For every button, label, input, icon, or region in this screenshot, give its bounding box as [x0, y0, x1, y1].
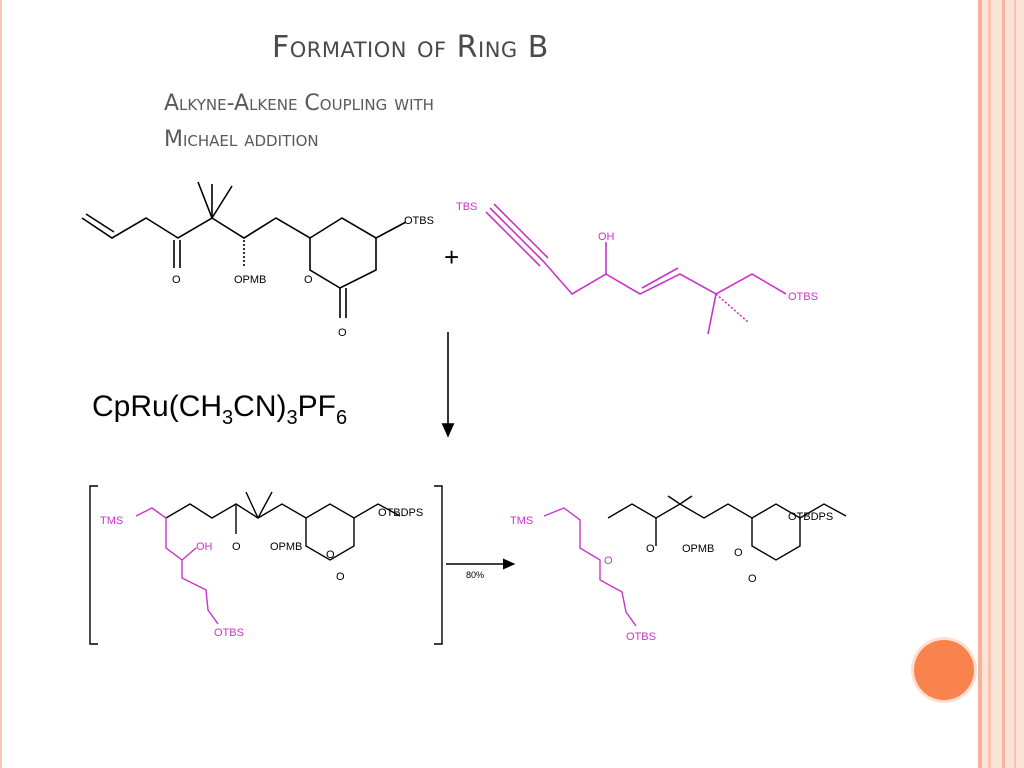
svg-text:O: O: [734, 547, 743, 559]
svg-text:O: O: [304, 274, 313, 286]
intermediate-brackets: [89, 485, 443, 645]
orange-circle-decoration: [914, 640, 974, 700]
molecule-a-labels: OTBS O OPMB O O: [172, 215, 434, 339]
svg-text:OTBS: OTBS: [626, 631, 656, 643]
right-decorative-border: [978, 0, 1024, 768]
intermediate-magenta-part: [135, 507, 219, 625]
slide-title: Formation of Ring B: [272, 30, 549, 65]
svg-text:TMS: TMS: [510, 515, 533, 527]
svg-text:OTBS: OTBS: [788, 291, 818, 303]
svg-text:OH: OH: [196, 541, 213, 553]
molecule-a-structure: [81, 181, 407, 318]
molecule-b-labels: TBS OH OTBS: [456, 201, 818, 303]
svg-text:OTBDPS: OTBDPS: [378, 507, 423, 519]
svg-text:OPMB: OPMB: [682, 543, 714, 555]
subtitle-line-1: Alkyne-Alkene Coupling with: [164, 91, 434, 116]
svg-text:OPMB: OPMB: [270, 541, 302, 553]
slide-subtitle: Alkyne-Alkene Coupling with Michael addi…: [164, 86, 434, 158]
product-structure: [607, 495, 847, 561]
molecule-b-structure: [485, 203, 787, 335]
reagent-label: CpRu(CH3CN)3PF6: [92, 390, 348, 429]
svg-text:O: O: [646, 543, 655, 555]
product-labels: TMS O O OPMB O O OTBDPS OTBS: [510, 511, 833, 643]
svg-text:O: O: [604, 555, 613, 567]
product-magenta-part: [543, 507, 637, 627]
subtitle-line-2: Michael addition: [164, 127, 319, 152]
svg-text:OPMB: OPMB: [234, 274, 266, 286]
svg-text:O: O: [748, 573, 757, 585]
svg-text:O: O: [338, 327, 347, 339]
svg-text:O: O: [172, 274, 181, 286]
svg-text:OTBS: OTBS: [214, 627, 244, 639]
plus-sign: +: [444, 242, 460, 272]
svg-text:O: O: [232, 541, 241, 553]
svg-text:O: O: [336, 571, 345, 583]
intermediate-structure: [165, 491, 401, 561]
yield-label: 80%: [466, 570, 484, 580]
left-frame-line: [0, 0, 2, 768]
svg-text:OTBS: OTBS: [404, 215, 434, 227]
intermediate-labels: TMS OH O OPMB O O OTBDPS OTBS: [100, 507, 423, 639]
svg-text:OH: OH: [598, 231, 615, 243]
svg-text:OTBDPS: OTBDPS: [788, 511, 833, 523]
svg-text:TBS: TBS: [456, 201, 477, 213]
svg-text:TMS: TMS: [100, 515, 123, 527]
svg-text:O: O: [326, 549, 335, 561]
